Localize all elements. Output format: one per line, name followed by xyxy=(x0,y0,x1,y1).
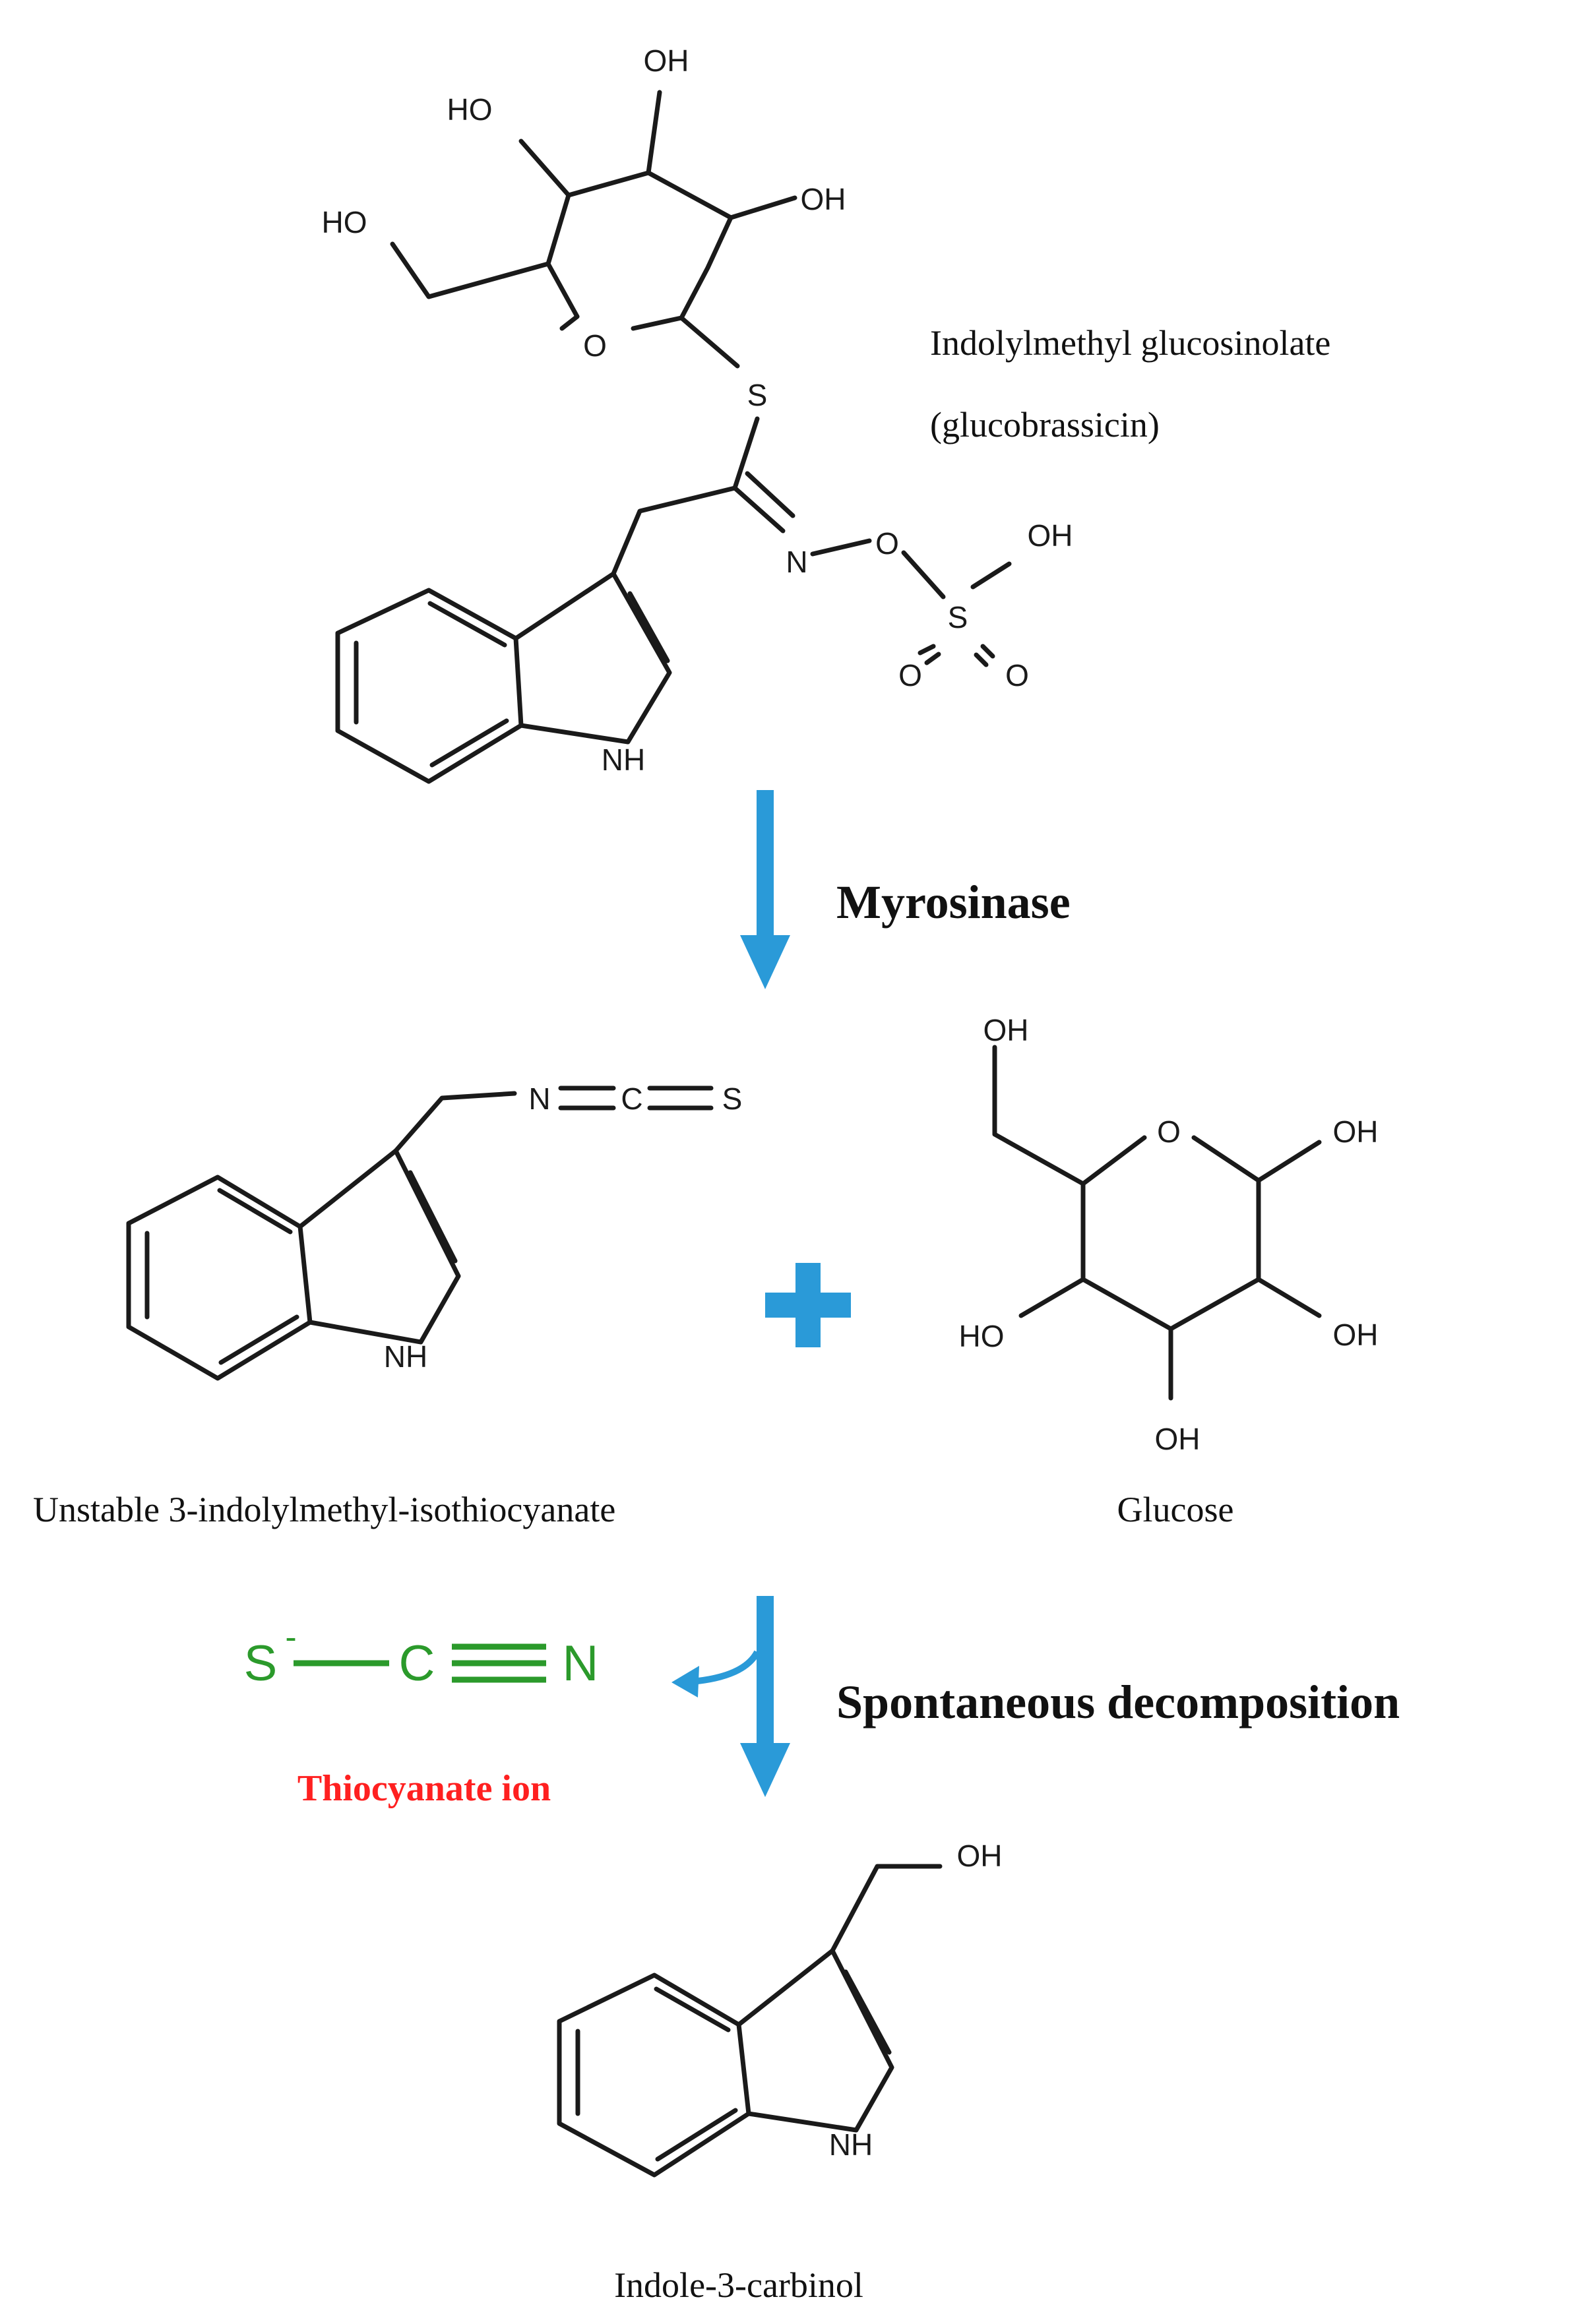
atom-c: C xyxy=(621,1082,642,1116)
atom-ho: HO xyxy=(959,1319,1005,1353)
atom-c: C xyxy=(399,1636,435,1692)
atom-n: N xyxy=(563,1636,599,1692)
plus-sign xyxy=(765,1263,851,1347)
decomposition-arrow xyxy=(671,1596,790,1797)
atom-s: S xyxy=(244,1636,278,1692)
atom-o: O xyxy=(1157,1115,1181,1149)
indole-3-carbinol-structure xyxy=(557,1864,943,2178)
atom-oh: OH xyxy=(1155,1422,1200,1456)
charge-minus: - xyxy=(285,1618,296,1657)
atom-nh: NH xyxy=(602,743,645,777)
atom-ho: HO xyxy=(322,205,367,239)
glucose-structure xyxy=(992,1045,1322,1401)
atom-nh: NH xyxy=(384,1339,427,1374)
step-decomposition-label: Spontaneous decomposition xyxy=(836,1676,1400,1728)
glucose-name: Glucose xyxy=(1117,1490,1234,1529)
indole-3-carbinol-name: Indole-3-carbinol xyxy=(614,2265,863,2305)
atom-oh: OH xyxy=(801,182,846,216)
glucobrassicin-atom-labels: OH HO OH HO O S N O OH S O O NH xyxy=(322,44,1073,777)
atom-oh: OH xyxy=(1333,1115,1379,1149)
thiocyanate-name: Thiocyanate ion xyxy=(297,1768,551,1809)
atom-nh: NH xyxy=(829,2127,873,2162)
atom-o: O xyxy=(875,526,899,561)
myrosinase-arrow xyxy=(740,790,790,989)
atom-ho: HO xyxy=(447,92,493,127)
glucobrassicin-structure xyxy=(335,90,1012,784)
atom-oh: OH xyxy=(644,44,689,78)
atom-o: O xyxy=(583,328,607,363)
isothiocyanate-structure xyxy=(126,1086,714,1381)
glucobrassicin-name: Indolylmethyl glucosinolate xyxy=(930,323,1330,363)
atom-oh: OH xyxy=(957,1839,1003,1873)
atom-s: S xyxy=(948,600,968,634)
thiocyanate-structure: S - C N xyxy=(244,1618,599,1692)
atom-n: N xyxy=(786,545,807,579)
atom-oh: OH xyxy=(1333,1318,1379,1352)
atom-s: S xyxy=(722,1082,743,1116)
isothiocyanate-atom-labels: N C S NH xyxy=(384,1082,743,1374)
atom-n: N xyxy=(528,1082,550,1116)
atom-oh: OH xyxy=(983,1013,1029,1047)
atom-o: O xyxy=(898,658,922,692)
indole-3-carbinol-atom-labels: OH NH xyxy=(829,1839,1003,2162)
glucobrassicin-name: (glucobrassicin) xyxy=(930,405,1160,444)
isothiocyanate-name: Unstable 3-indolylmethyl-isothiocyanate xyxy=(33,1490,615,1529)
atom-oh: OH xyxy=(1028,518,1073,553)
atom-o: O xyxy=(1005,658,1029,692)
step-myrosinase-label: Myrosinase xyxy=(836,876,1071,929)
atom-s: S xyxy=(747,378,768,412)
glucose-atom-labels: OH O OH OH OH HO xyxy=(959,1013,1379,1456)
